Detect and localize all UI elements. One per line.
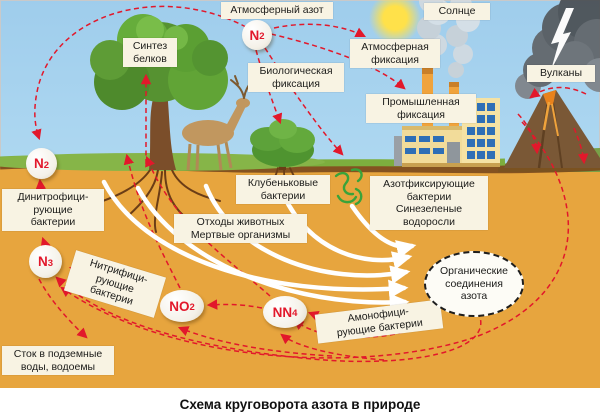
hills (498, 148, 600, 172)
deer-icon (182, 71, 256, 171)
bacteria-icon (334, 168, 363, 206)
diagram-title: Схема круговорота азота в природе (179, 397, 421, 412)
grass-line (0, 155, 506, 167)
lightning-icon (551, 8, 574, 70)
sun-icon (369, 0, 421, 44)
label-ammonifying-bacteria: Амонофици-рующие бактерии (314, 299, 444, 344)
volcano-smoke (515, 0, 600, 99)
label-atmospheric-nitrogen: Атмосферный азот (221, 2, 333, 19)
shrub-icon (250, 119, 315, 170)
volcano-icon (504, 90, 600, 169)
label-sun: Солнце (424, 3, 490, 20)
soil-band (0, 159, 600, 174)
title-band: Схема круговорота азота в природе (0, 388, 600, 419)
label-volcanoes: Вулканы (527, 65, 595, 82)
